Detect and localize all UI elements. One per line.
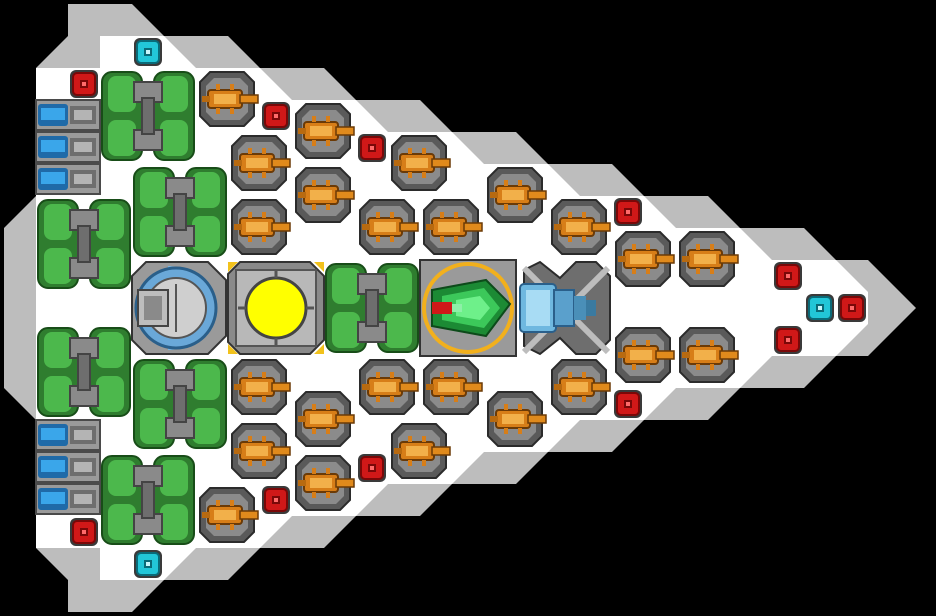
cockpit-icon[interactable]: [419, 259, 517, 357]
autocannon-turret-icon[interactable]: [487, 167, 547, 223]
autocannon-turret-icon[interactable]: [423, 359, 483, 415]
autocannon-turret-icon[interactable]: [359, 199, 419, 255]
autocannon-turret-icon[interactable]: [295, 391, 355, 447]
shield-node-cyan-icon[interactable]: [133, 549, 163, 579]
armor-block-red-icon[interactable]: [357, 133, 387, 163]
shield-node-cyan-icon[interactable]: [805, 293, 835, 323]
armor-block-red-icon[interactable]: [69, 69, 99, 99]
thruster-stack-green-icon[interactable]: [101, 455, 195, 545]
armor-block-red-icon[interactable]: [613, 197, 643, 227]
battery-cell-blue-icon[interactable]: [35, 419, 101, 451]
autocannon-turret-icon[interactable]: [231, 359, 291, 415]
battery-cell-blue-icon[interactable]: [35, 451, 101, 483]
autocannon-turret-icon[interactable]: [295, 103, 355, 159]
autocannon-turret-icon[interactable]: [295, 455, 355, 511]
armor-block-red-icon[interactable]: [773, 261, 803, 291]
thruster-stack-green-icon[interactable]: [325, 263, 419, 353]
autocannon-turret-icon[interactable]: [551, 359, 611, 415]
reactor-core-icon[interactable]: [227, 261, 325, 355]
autocannon-turret-icon[interactable]: [487, 391, 547, 447]
autocannon-turret-icon[interactable]: [551, 199, 611, 255]
armor-block-red-icon[interactable]: [773, 325, 803, 355]
autocannon-turret-icon[interactable]: [199, 71, 259, 127]
battery-cell-blue-icon[interactable]: [35, 131, 101, 163]
autocannon-turret-icon[interactable]: [295, 167, 355, 223]
battery-cell-blue-icon[interactable]: [35, 483, 101, 515]
thruster-stack-green-icon[interactable]: [133, 167, 227, 257]
thruster-stack-green-icon[interactable]: [101, 71, 195, 161]
autocannon-turret-icon[interactable]: [391, 423, 451, 479]
battery-cell-blue-icon[interactable]: [35, 99, 101, 131]
autocannon-turret-icon[interactable]: [231, 199, 291, 255]
armor-block-red-icon[interactable]: [357, 453, 387, 483]
armor-block-red-icon[interactable]: [613, 389, 643, 419]
thruster-stack-green-icon[interactable]: [37, 199, 131, 289]
armor-block-red-icon[interactable]: [69, 517, 99, 547]
thruster-stack-green-icon[interactable]: [133, 359, 227, 449]
autocannon-turret-icon[interactable]: [231, 423, 291, 479]
shield-generator-icon[interactable]: [131, 261, 227, 355]
ion-drive-icon[interactable]: [519, 260, 611, 356]
autocannon-turret-icon[interactable]: [615, 327, 675, 383]
shield-node-cyan-icon[interactable]: [133, 37, 163, 67]
autocannon-turret-icon[interactable]: [359, 359, 419, 415]
autocannon-turret-icon[interactable]: [391, 135, 451, 191]
armor-block-red-icon[interactable]: [837, 293, 867, 323]
autocannon-turret-icon[interactable]: [615, 231, 675, 287]
thruster-stack-green-icon[interactable]: [37, 327, 131, 417]
autocannon-turret-icon[interactable]: [199, 487, 259, 543]
autocannon-turret-icon[interactable]: [423, 199, 483, 255]
battery-cell-blue-icon[interactable]: [35, 163, 101, 195]
autocannon-turret-icon[interactable]: [231, 135, 291, 191]
autocannon-turret-icon[interactable]: [679, 231, 739, 287]
autocannon-turret-icon[interactable]: [679, 327, 739, 383]
armor-block-red-icon[interactable]: [261, 101, 291, 131]
armor-block-red-icon[interactable]: [261, 485, 291, 515]
